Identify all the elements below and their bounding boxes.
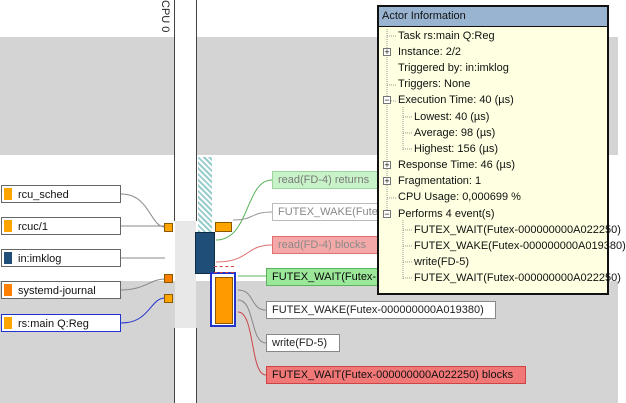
event-read-returns[interactable]: read(FD-4) returns [272, 171, 380, 189]
execution-block-rs-main [215, 277, 233, 324]
collapse-icon[interactable]: − [383, 209, 391, 219]
tree-node-cpu-usage: CPU Usage: 0,000699 % [398, 191, 521, 203]
tree-node-event[interactable]: FUTEX_WAKE(Futex-000000000A019380) [414, 240, 626, 252]
actor-label: in:imklog [18, 253, 62, 265]
actor-color-swatch [4, 284, 12, 296]
waiting-hatch [198, 157, 212, 232]
actor-rcuc-1[interactable]: rcuc/1 [1, 217, 121, 235]
tree-node-event[interactable]: FUTEX_WAIT(Futex-000000000A022250) [414, 272, 621, 284]
panel-title: Actor Information [379, 7, 607, 27]
actor-terminal[interactable] [164, 294, 173, 303]
actor-terminal[interactable] [164, 223, 173, 232]
actor-systemd-journal[interactable]: systemd-journal [1, 281, 121, 299]
cpu-channel-lower [174, 328, 197, 403]
actor-color-swatch [4, 317, 12, 329]
execution-block-rs-main-selected[interactable] [210, 272, 236, 327]
event-marker-ticks [214, 266, 234, 273]
actor-label: systemd-journal [18, 285, 96, 297]
tree-node-triggered-by: Triggered by: in:imklog [398, 62, 509, 74]
actor-terminal[interactable] [164, 274, 173, 283]
event-futex-wait-blocks[interactable]: FUTEX_WAIT(Futex-000000000A022250) block… [266, 366, 526, 384]
actor-color-swatch [4, 188, 12, 200]
actor-in-imklog[interactable]: in:imklog [1, 249, 121, 267]
expand-icon[interactable]: + [383, 176, 391, 186]
tree-node-lowest: Lowest: 40 (µs) [414, 111, 490, 123]
cpu-channel-label: CPU 0 [159, 0, 171, 33]
expand-icon[interactable]: + [383, 160, 391, 170]
event-read-blocks[interactable]: read(FD-4) blocks [272, 236, 380, 254]
tree-node-triggers: Triggers: None [398, 78, 471, 90]
tree-node-instance[interactable]: Instance: 2/2 [398, 46, 461, 58]
event-futex-wait[interactable]: FUTEX_WAIT(Futex- [266, 268, 380, 286]
actor-rs-main-q-reg[interactable]: rs:main Q:Reg [1, 314, 121, 332]
tree-node-event[interactable]: write(FD-5) [414, 256, 469, 268]
execution-block-imklog[interactable] [195, 232, 215, 274]
actor-label: rs:main Q:Reg [18, 318, 89, 330]
cpu-channel-gap [175, 221, 196, 328]
tree-node-performs[interactable]: Performs 4 event(s) [398, 208, 495, 220]
tree-node-highest: Highest: 156 (µs) [414, 143, 498, 155]
tree-node-execution-time[interactable]: Execution Time: 40 (µs) [398, 94, 514, 106]
event-futex-wake-1[interactable]: FUTEX_WAKE(Futex- [272, 203, 387, 221]
tree-node-average: Average: 98 (µs) [414, 127, 496, 139]
collapse-icon[interactable]: − [383, 95, 391, 105]
actor-color-swatch [4, 252, 12, 264]
actor-label: rcu_sched [18, 189, 69, 201]
tree-node-event[interactable]: FUTEX_WAIT(Futex-000000000A022250) [414, 224, 621, 236]
execution-block-rcu[interactable] [215, 222, 232, 232]
tree-node-fragmentation[interactable]: Fragmentation: 1 [398, 175, 482, 187]
tree-node-response-time[interactable]: Response Time: 46 (µs) [398, 159, 515, 171]
actor-rcu-sched[interactable]: rcu_sched [1, 185, 121, 203]
event-write[interactable]: write(FD-5) [266, 334, 340, 352]
tree-node-task: Task rs:main Q:Reg [398, 30, 495, 42]
expand-icon[interactable]: + [383, 47, 391, 57]
event-futex-wake-2[interactable]: FUTEX_WAKE(Futex-000000000A019380) [266, 301, 496, 319]
actor-information-panel: Actor Information Task rs:main Q:Reg [377, 5, 626, 295]
cpu-channel-upper [174, 0, 197, 221]
actor-label: rcuc/1 [18, 221, 48, 233]
actor-color-swatch [4, 220, 12, 232]
